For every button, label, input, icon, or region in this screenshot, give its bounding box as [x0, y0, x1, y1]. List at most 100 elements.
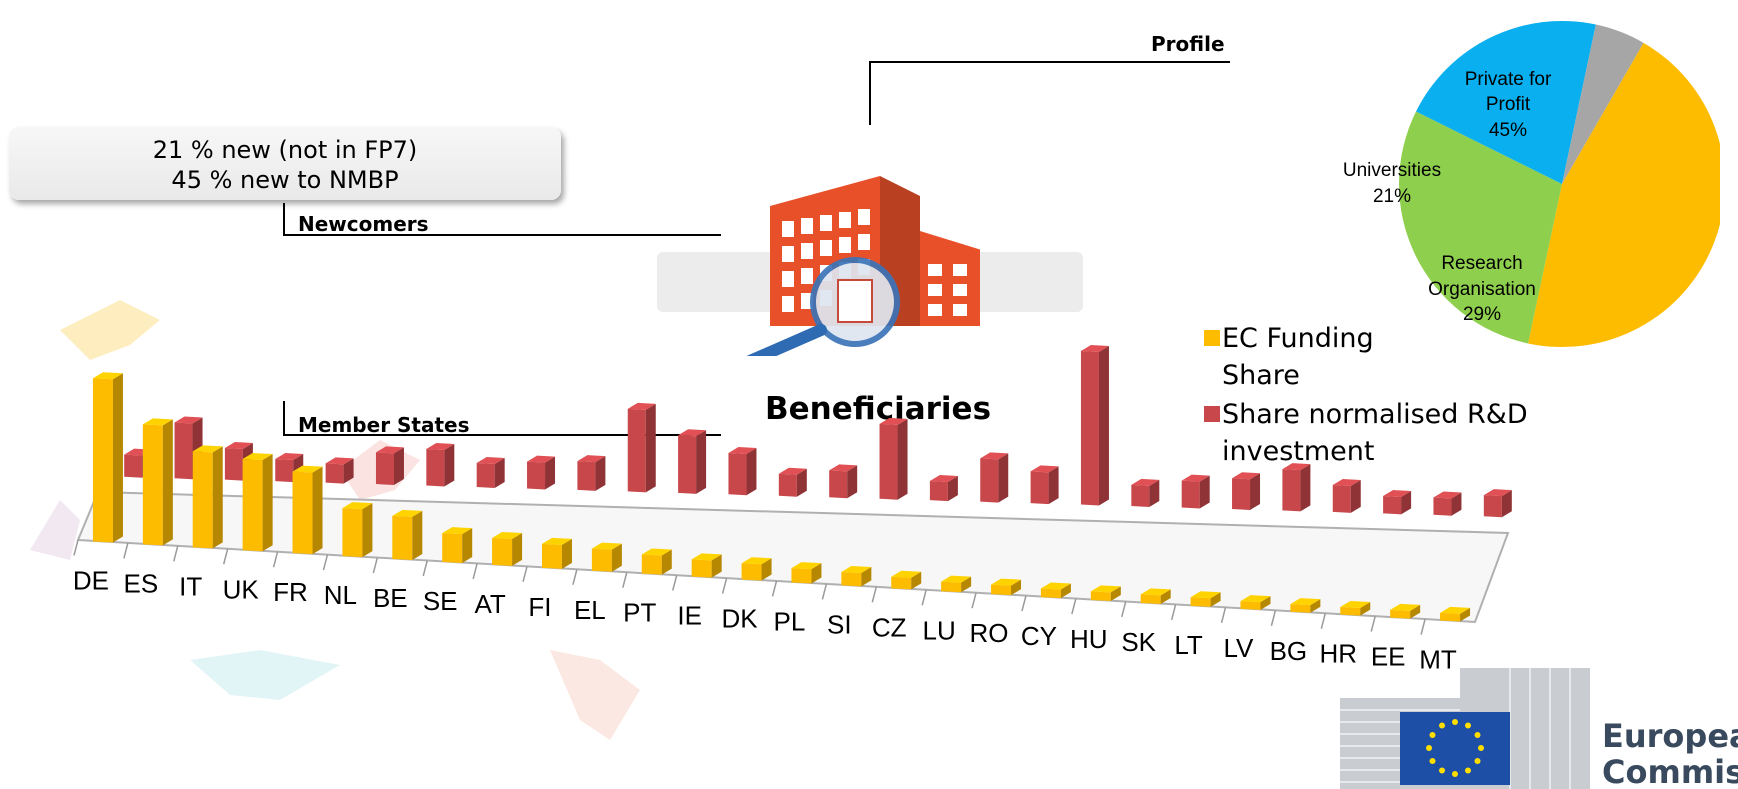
newcomers-callout: 21 % new (not in FP7) 45 % new to NMBP — [9, 127, 561, 200]
x-tick-label: BE — [373, 583, 408, 613]
bar-ec-AT-top — [492, 532, 523, 540]
bar-ec-HR-top — [1340, 600, 1371, 608]
bar-ec-HU-front — [1090, 591, 1111, 602]
eu-star — [1465, 722, 1471, 729]
x-tick — [821, 583, 828, 600]
bar-rd-SI — [879, 417, 908, 500]
bar-ec-SE — [442, 527, 473, 563]
bar-ec-BE-front — [392, 515, 413, 561]
bar-rd-SE-top — [476, 456, 505, 464]
building-window — [782, 271, 794, 287]
building-window — [839, 237, 851, 253]
bar-ec-NL — [342, 502, 373, 558]
bar-rd-SI-side — [897, 418, 908, 500]
bar-rd-CY-front — [1080, 350, 1099, 506]
bar-ec-NL-top — [342, 502, 373, 510]
bar-ec-LV-side — [1260, 596, 1271, 610]
legend-swatch-ec-funding — [1204, 330, 1220, 346]
pie-slice-other — [1562, 24, 1644, 185]
newcomers-connector-vertical — [283, 203, 285, 235]
x-tick-label: NL — [324, 580, 357, 610]
bar-ec-BE-top — [392, 509, 423, 517]
x-tick — [771, 580, 778, 597]
building-wing — [920, 231, 980, 326]
x-tick — [1071, 598, 1077, 615]
bar-ec-PL-front — [791, 568, 812, 584]
bar-ec-DK-front — [741, 563, 762, 581]
legend-label-ec-funding: EC Funding Share — [1222, 323, 1374, 391]
eu-star — [1426, 745, 1432, 751]
bar-rd-HU — [1131, 478, 1160, 508]
bar-ec-EL-front — [591, 548, 612, 572]
bar-ec-EL-side — [611, 543, 622, 572]
bar-ec-AT-side — [512, 533, 523, 566]
bar-rd-FI-top — [577, 455, 606, 463]
bar-ec-SK-side — [1160, 589, 1171, 604]
bar-rd-ES-front — [174, 422, 193, 480]
building-window — [820, 240, 832, 256]
eu-star — [1439, 767, 1445, 774]
bar-ec-SI-front — [841, 571, 862, 587]
bar-ec-FI — [541, 537, 572, 569]
bar-rd-AT-side — [545, 456, 556, 490]
building-window — [782, 246, 794, 262]
building-window — [928, 264, 942, 276]
bar-rd-DK — [778, 467, 807, 497]
building-window — [839, 212, 851, 228]
bar-ec-HR-side — [1360, 601, 1371, 616]
eu-star — [1474, 758, 1481, 764]
bar-rd-CY-top — [1080, 344, 1109, 352]
bar-ec-MT-top — [1440, 606, 1471, 614]
profile-connector-vertical — [869, 61, 871, 125]
bar-ec-FR-side — [312, 466, 323, 555]
bar-ec-UK-front — [242, 459, 263, 552]
bar-ec-LT-top — [1190, 591, 1221, 599]
bar-ec-FI-front — [541, 543, 562, 569]
pie-label-universities: Universities — [1343, 160, 1441, 181]
x-tick-label: FI — [528, 592, 551, 622]
x-tick — [622, 572, 628, 588]
bar-rd-BE — [426, 443, 455, 487]
bar-rd-LV-side — [1300, 464, 1311, 512]
bar-rd-SK-side — [1199, 475, 1210, 509]
bar-rd-DK-side — [796, 468, 807, 497]
bar-ec-SI — [841, 565, 872, 587]
building-window — [858, 234, 870, 250]
bar-ec-PL-top — [791, 562, 822, 570]
pie-slice-universities — [1415, 21, 1596, 184]
bar-rd-FI — [577, 455, 606, 491]
bar-ec-PT-side — [661, 549, 672, 575]
bird-shape — [190, 650, 340, 700]
bar-rd-UK-top — [275, 453, 304, 461]
bar-ec-ES — [142, 418, 173, 546]
bar-ec-LU-front — [941, 581, 962, 593]
bar-ec-FR-top — [292, 465, 323, 473]
bar-rd-LV — [1282, 463, 1311, 512]
bar-ec-RO-top — [991, 578, 1022, 586]
building-icon — [746, 176, 980, 356]
bar-ec-CZ — [891, 570, 922, 590]
bar-rd-BE-side — [444, 444, 455, 487]
bar-ec-CZ-top — [891, 570, 922, 578]
bar-rd-LU-top — [980, 452, 1009, 460]
x-tick — [1420, 618, 1426, 635]
pie-label-private: Profit — [1486, 94, 1531, 115]
bar-rd-FI-side — [595, 456, 606, 491]
x-tick — [671, 574, 678, 591]
bar-ec-MT-front — [1440, 612, 1461, 622]
x-tick-label: UK — [223, 574, 260, 604]
x-tick — [173, 545, 179, 562]
bar-ec-PL-side — [811, 563, 822, 584]
bar-ec-SE-front — [442, 533, 463, 563]
bar-ec-LV-top — [1240, 595, 1271, 603]
bar-rd-LU — [980, 452, 1009, 503]
x-tick-label: LV — [1224, 633, 1255, 663]
x-tick-label: PL — [774, 606, 806, 636]
bar-ec-UK-top — [242, 453, 273, 461]
bar-ec-CZ-front — [891, 576, 912, 590]
bar-ec-IE-top — [691, 553, 722, 561]
bar-rd-SE-side — [494, 457, 505, 488]
x-tick-label: HU — [1070, 624, 1108, 654]
bar-rd-MT-front — [1483, 495, 1502, 518]
bar-rd-SK — [1181, 474, 1210, 509]
